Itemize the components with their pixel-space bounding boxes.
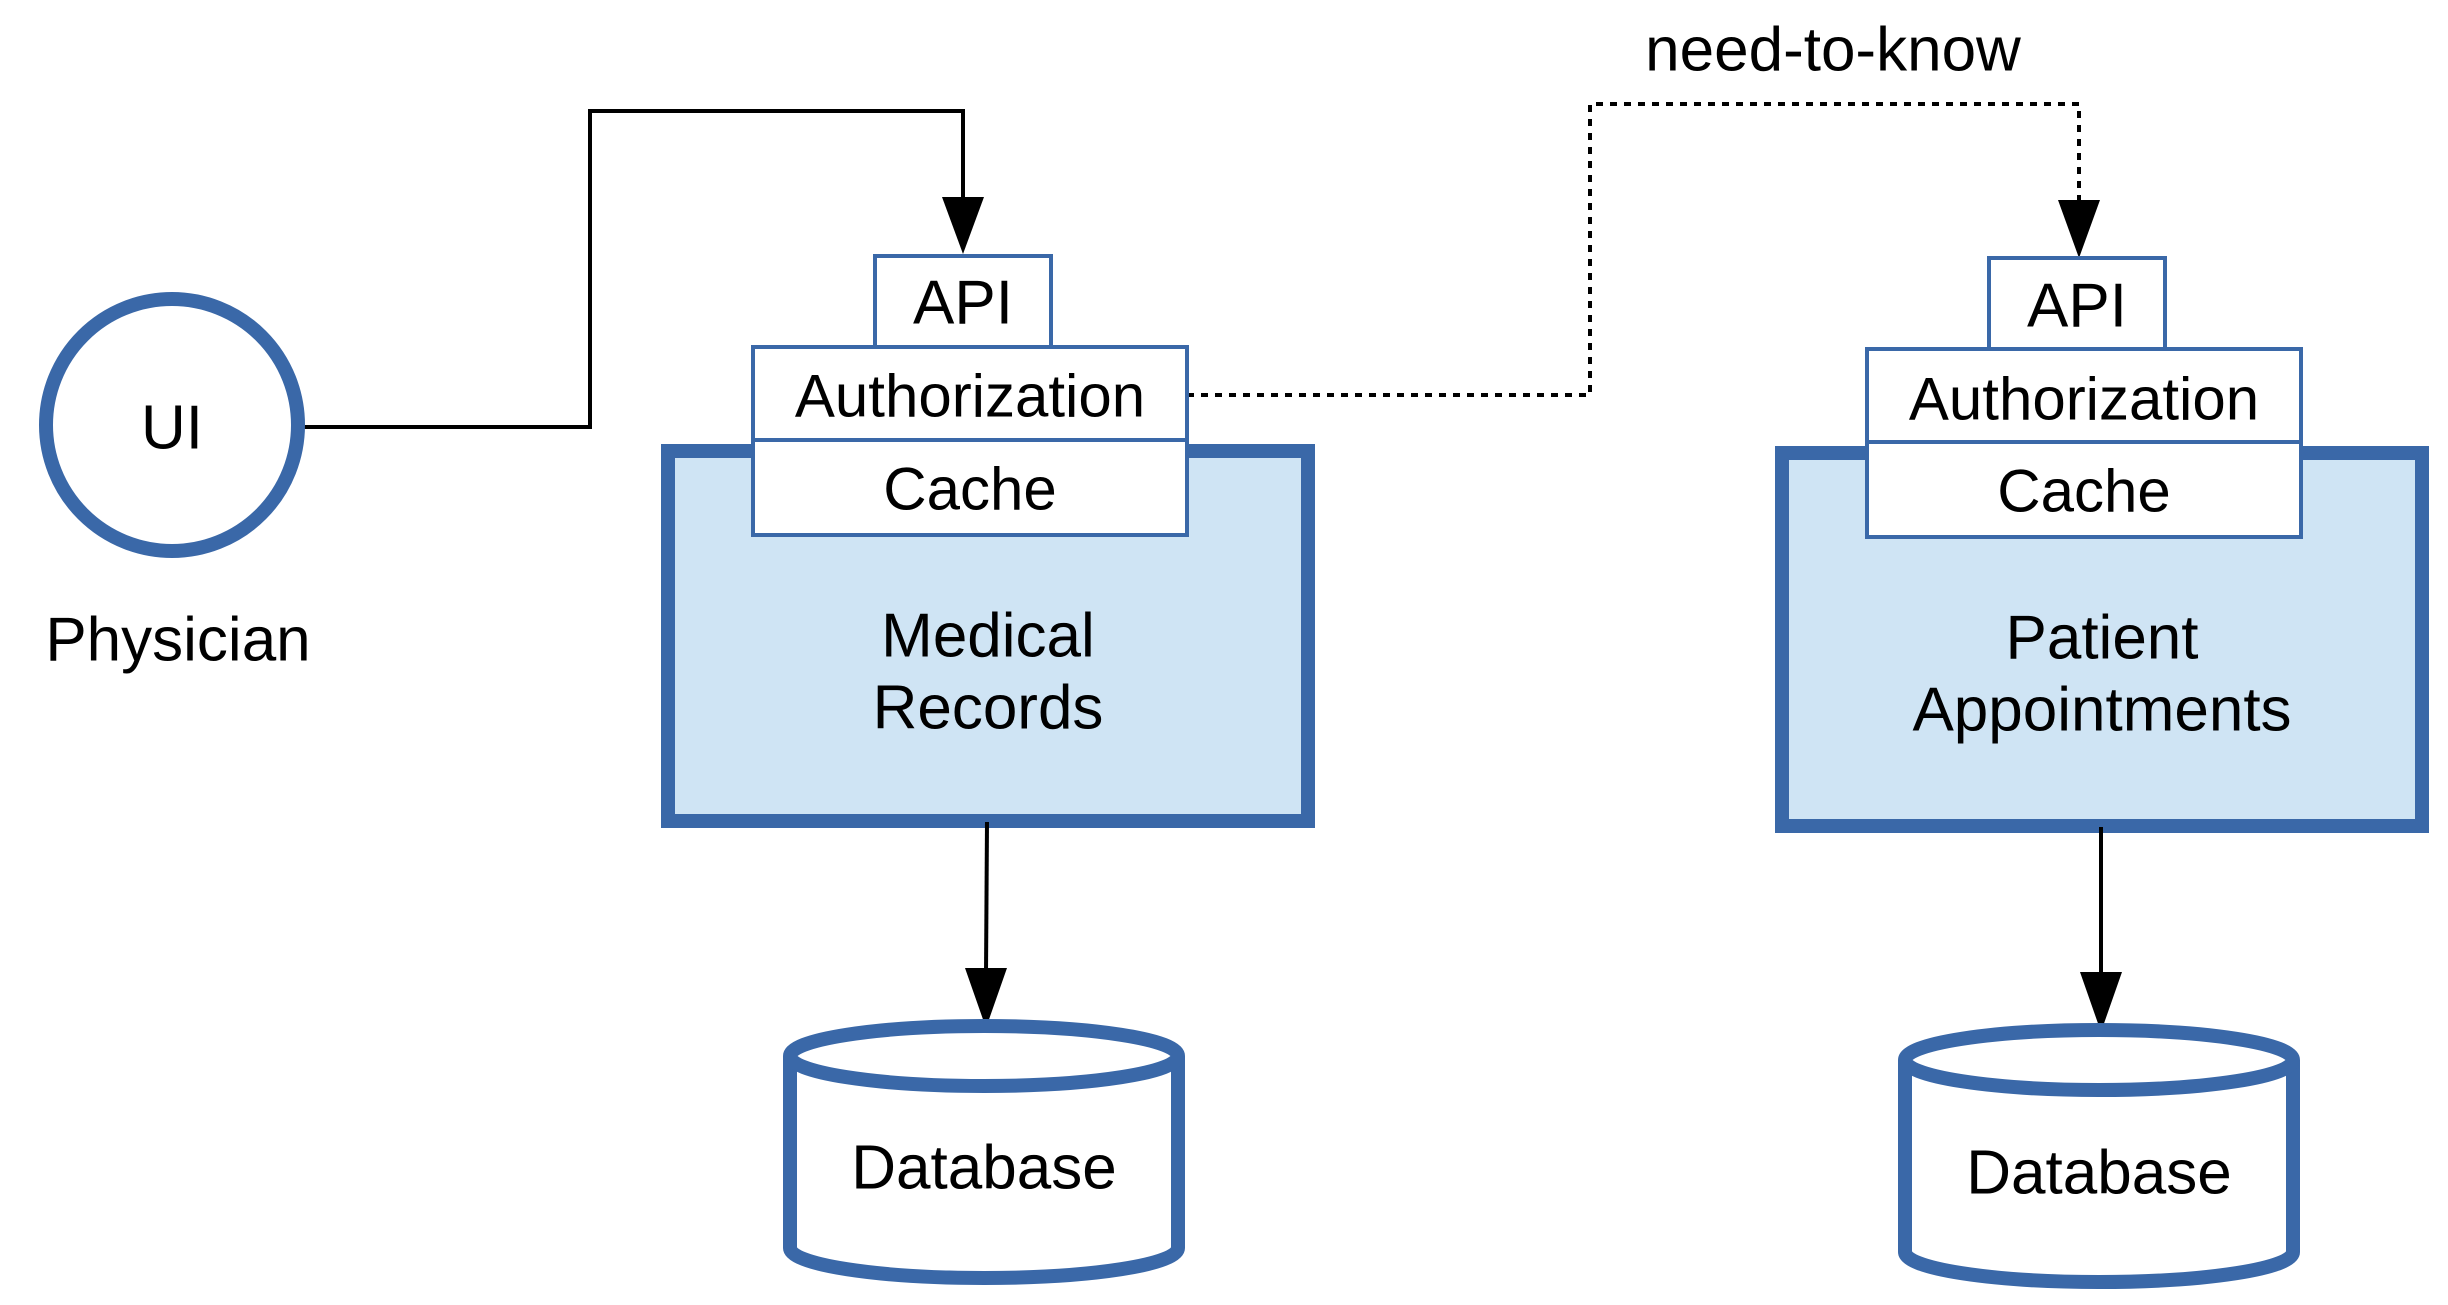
medical-to-database-arrowhead: [965, 968, 1007, 1028]
medical-database-cylinder: [783, 1019, 1185, 1285]
appointments-database-label: Database: [1966, 1139, 2231, 1208]
medical-api-label: API: [913, 269, 1013, 338]
service-medical-records-name-line2: Records: [873, 674, 1104, 743]
ui-to-medical-api-arrowhead: [942, 197, 984, 254]
ui-actor-label: UI: [141, 394, 203, 463]
need-to-know-connector: [1187, 102, 2081, 397]
physician-label: Physician: [45, 606, 310, 675]
medical-authorization-label: Authorization: [795, 363, 1145, 430]
medical-cache-label: Cache: [883, 456, 1056, 523]
medical-authorization-layer: [751, 345, 1189, 442]
service-medical-records: Medical Records API Authorization Cache …: [661, 254, 1315, 1285]
appointments-api-layer: [1987, 256, 2167, 351]
appointments-authorization-label: Authorization: [1909, 366, 2259, 433]
ui-actor-circle: [39, 292, 305, 558]
medical-database-label: Database: [851, 1134, 1116, 1203]
medical-cache-layer: [751, 438, 1189, 537]
need-to-know-label: need-to-know: [1645, 16, 2021, 85]
ui-to-medical-api-connector: [297, 109, 965, 429]
service-patient-appointments-name-line1: Patient: [2005, 604, 2198, 673]
appointments-cache-label: Cache: [1997, 458, 2170, 525]
medical-to-database-connector: [984, 821, 989, 975]
service-medical-records-name-line1: Medical: [881, 602, 1095, 671]
need-to-know-arrowhead: [2058, 200, 2100, 258]
appointments-to-database-arrowhead: [2080, 972, 2122, 1032]
appointments-authorization-layer: [1865, 347, 2303, 444]
appointments-cache-layer: [1865, 440, 2303, 539]
service-patient-appointments-name-line2: Appointments: [1912, 676, 2291, 745]
appointments-database-cylinder: [1898, 1023, 2300, 1289]
appointments-api-label: API: [2027, 272, 2127, 341]
service-patient-appointments: Patient Appointments API Authorization C…: [1775, 256, 2429, 1289]
